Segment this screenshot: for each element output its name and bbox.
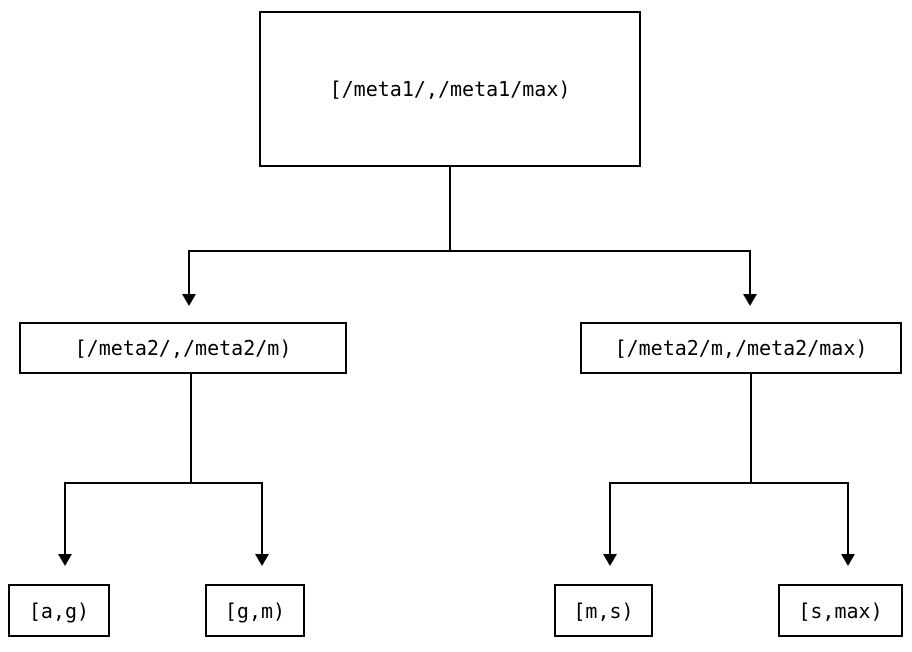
arrowhead-leaf-4	[841, 554, 855, 566]
connector-mid-left-bar	[64, 482, 192, 484]
tree-node-leaf-3[interactable]: [m,s)	[554, 584, 653, 637]
tree-node-mid-left[interactable]: [/meta2/,/meta2/m)	[19, 322, 347, 374]
connector-mid-right-bar-right	[750, 482, 849, 484]
connector-mid-left-stem	[190, 374, 192, 484]
connector-mid-right-bar	[609, 482, 752, 484]
arrowhead-leaf-1	[58, 554, 72, 566]
tree-node-leaf-4[interactable]: [s,max)	[778, 584, 903, 637]
tree-node-mid-right[interactable]: [/meta2/m,/meta2/max)	[580, 322, 902, 374]
tree-node-leaf-3-label: [m,s)	[573, 598, 634, 623]
arrowhead-leaf-3	[603, 554, 617, 566]
tree-node-mid-left-label: [/meta2/,/meta2/m)	[74, 336, 292, 360]
tree-node-leaf-2-label: [g,m)	[224, 598, 286, 623]
tree-node-leaf-2[interactable]: [g,m)	[205, 584, 305, 637]
connector-root-bar	[188, 250, 751, 252]
tree-node-root[interactable]: [/meta1/,/meta1/max)	[259, 11, 641, 167]
tree-node-leaf-1[interactable]: [a,g)	[8, 584, 110, 637]
arrowhead-leaf-2	[255, 554, 269, 566]
arrowhead-mid-right	[743, 294, 757, 306]
arrowhead-mid-left	[182, 294, 196, 306]
connector-mid-left-to-leaf-2	[261, 482, 263, 554]
tree-node-leaf-1-label: [a,g)	[28, 598, 90, 623]
connector-root-to-mid-right	[749, 250, 751, 294]
connector-mid-right-stem	[750, 374, 752, 484]
tree-node-leaf-4-label: [s,max)	[798, 598, 883, 623]
connector-mid-right-to-leaf-4	[847, 482, 849, 554]
tree-node-root-label: [/meta1/,/meta1/max)	[329, 77, 571, 101]
connector-mid-left-to-leaf-1	[64, 482, 66, 554]
tree-node-mid-right-label: [/meta2/m,/meta2/max)	[614, 336, 868, 360]
connector-root-to-mid-left	[188, 250, 190, 294]
connector-mid-left-bar-right	[190, 482, 263, 484]
connector-root-stem	[449, 167, 451, 252]
connector-mid-right-to-leaf-3	[609, 482, 611, 554]
